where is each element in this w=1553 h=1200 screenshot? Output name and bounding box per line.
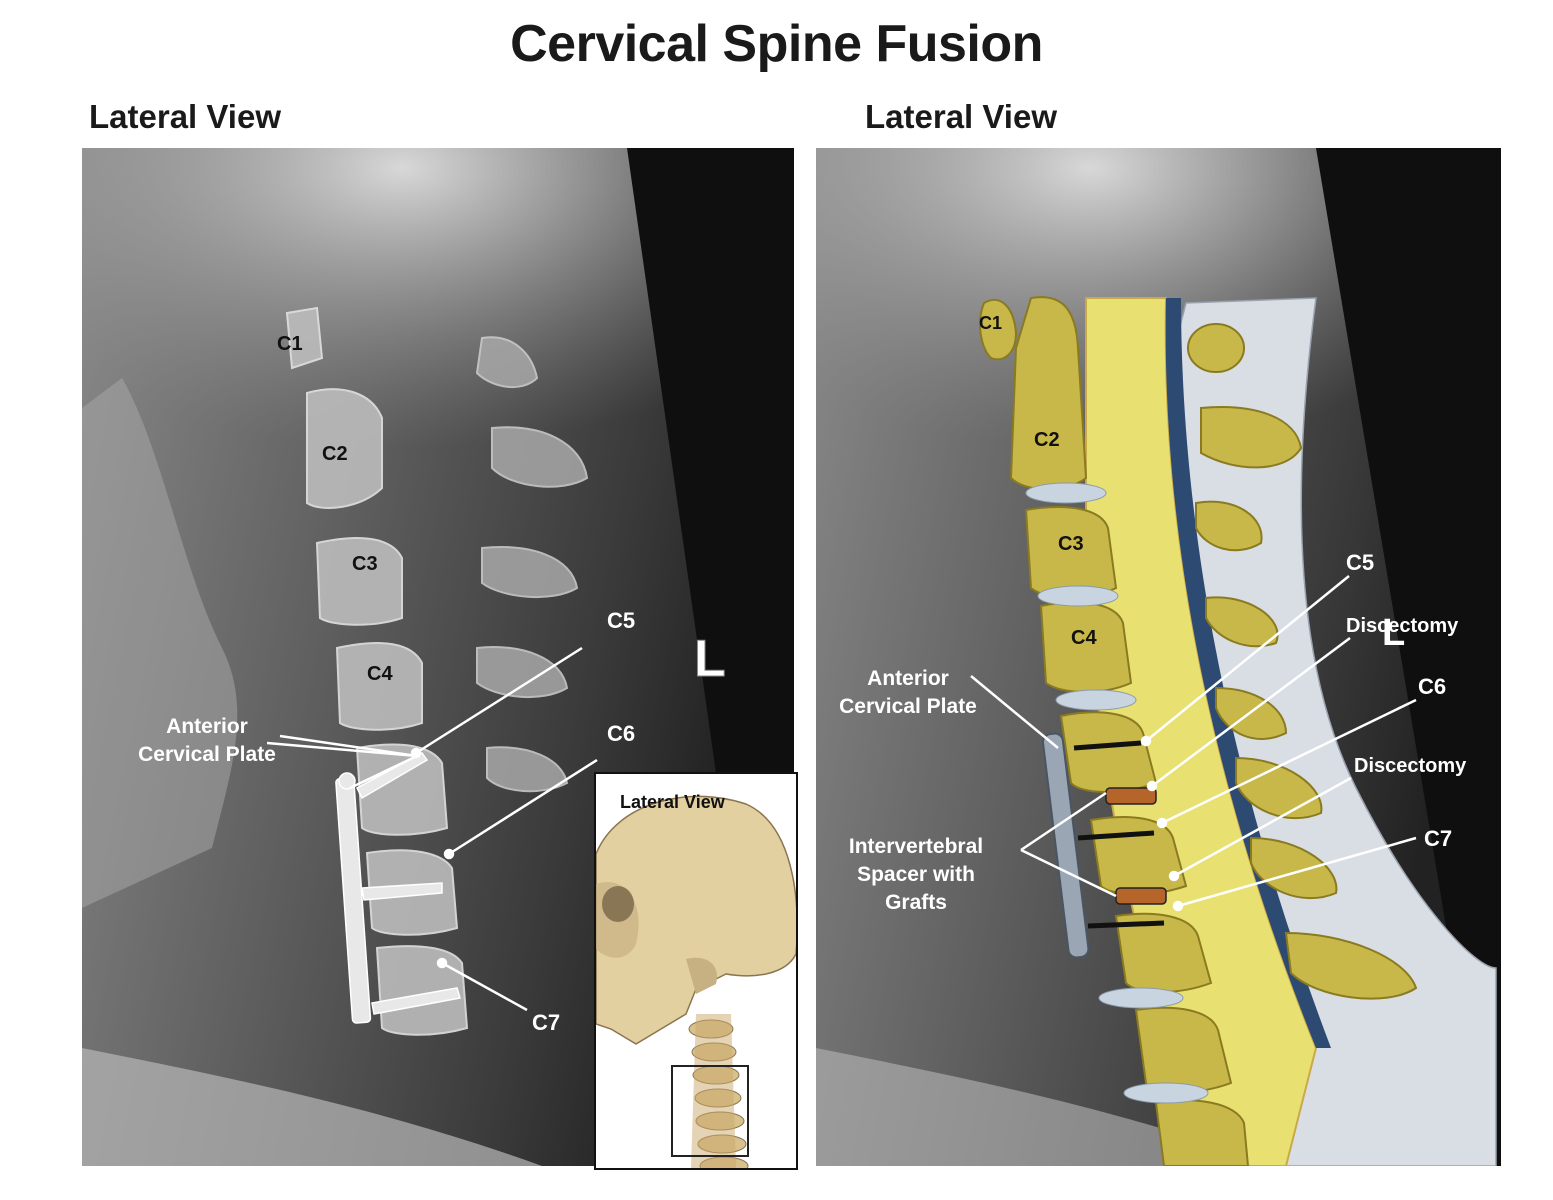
right-label-c4: C4 xyxy=(1071,627,1097,649)
left-label-c6: C6 xyxy=(607,721,635,746)
right-label-c7: C7 xyxy=(1424,826,1452,851)
page-title: Cervical Spine Fusion xyxy=(510,15,1043,73)
left-xray-image: C1 C2 C3 C4 C5 C6 C7 Anterior Cervical P… xyxy=(82,148,794,1166)
right-label-spacer-line1: Intervertebral xyxy=(849,835,983,858)
inset-image: Lateral View xyxy=(596,774,796,1168)
left-xray-panel: C1 C2 C3 C4 C5 C6 C7 Anterior Cervical P… xyxy=(82,148,794,1166)
right-illustrated-panel: C1 C2 C3 C4 C5 Discectomy C6 Discectomy … xyxy=(816,148,1501,1166)
left-label-c5: C5 xyxy=(607,608,635,633)
right-label-discectomy-upper: Discectomy xyxy=(1346,615,1459,637)
left-label-plate-line1: Anterior xyxy=(166,715,248,738)
right-label-plate-line1: Anterior xyxy=(867,667,949,690)
right-label-c2: C2 xyxy=(1034,429,1060,451)
left-subtitle: Lateral View xyxy=(89,98,281,135)
right-subtitle: Lateral View xyxy=(865,98,1057,135)
right-label-spacer-line3: Grafts xyxy=(885,891,947,914)
left-side-marker: L xyxy=(694,630,726,688)
right-label-c6: C6 xyxy=(1418,674,1446,699)
left-label-c2: C2 xyxy=(322,443,348,465)
left-label-c3: C3 xyxy=(352,553,378,575)
right-side-marker: L xyxy=(1382,612,1405,654)
left-label-c4: C4 xyxy=(367,663,393,685)
right-overlay-image: C1 C2 C3 C4 C5 Discectomy C6 Discectomy … xyxy=(816,148,1501,1166)
inset-title: Lateral View xyxy=(620,792,726,812)
right-label-plate-line2: Cervical Plate xyxy=(839,695,977,718)
left-label-plate-line2: Cervical Plate xyxy=(138,743,276,766)
left-label-c1: C1 xyxy=(277,333,303,355)
left-label-c7: C7 xyxy=(532,1010,560,1035)
right-label-c3: C3 xyxy=(1058,533,1084,555)
right-label-c5: C5 xyxy=(1346,550,1374,575)
right-label-discectomy-lower: Discectomy xyxy=(1354,755,1467,777)
inset-skull-illustration: Lateral View xyxy=(594,772,798,1170)
right-label-c1: C1 xyxy=(979,313,1002,333)
right-label-spacer-line2: Spacer with xyxy=(857,863,975,886)
inset-focus-box xyxy=(671,1065,749,1157)
